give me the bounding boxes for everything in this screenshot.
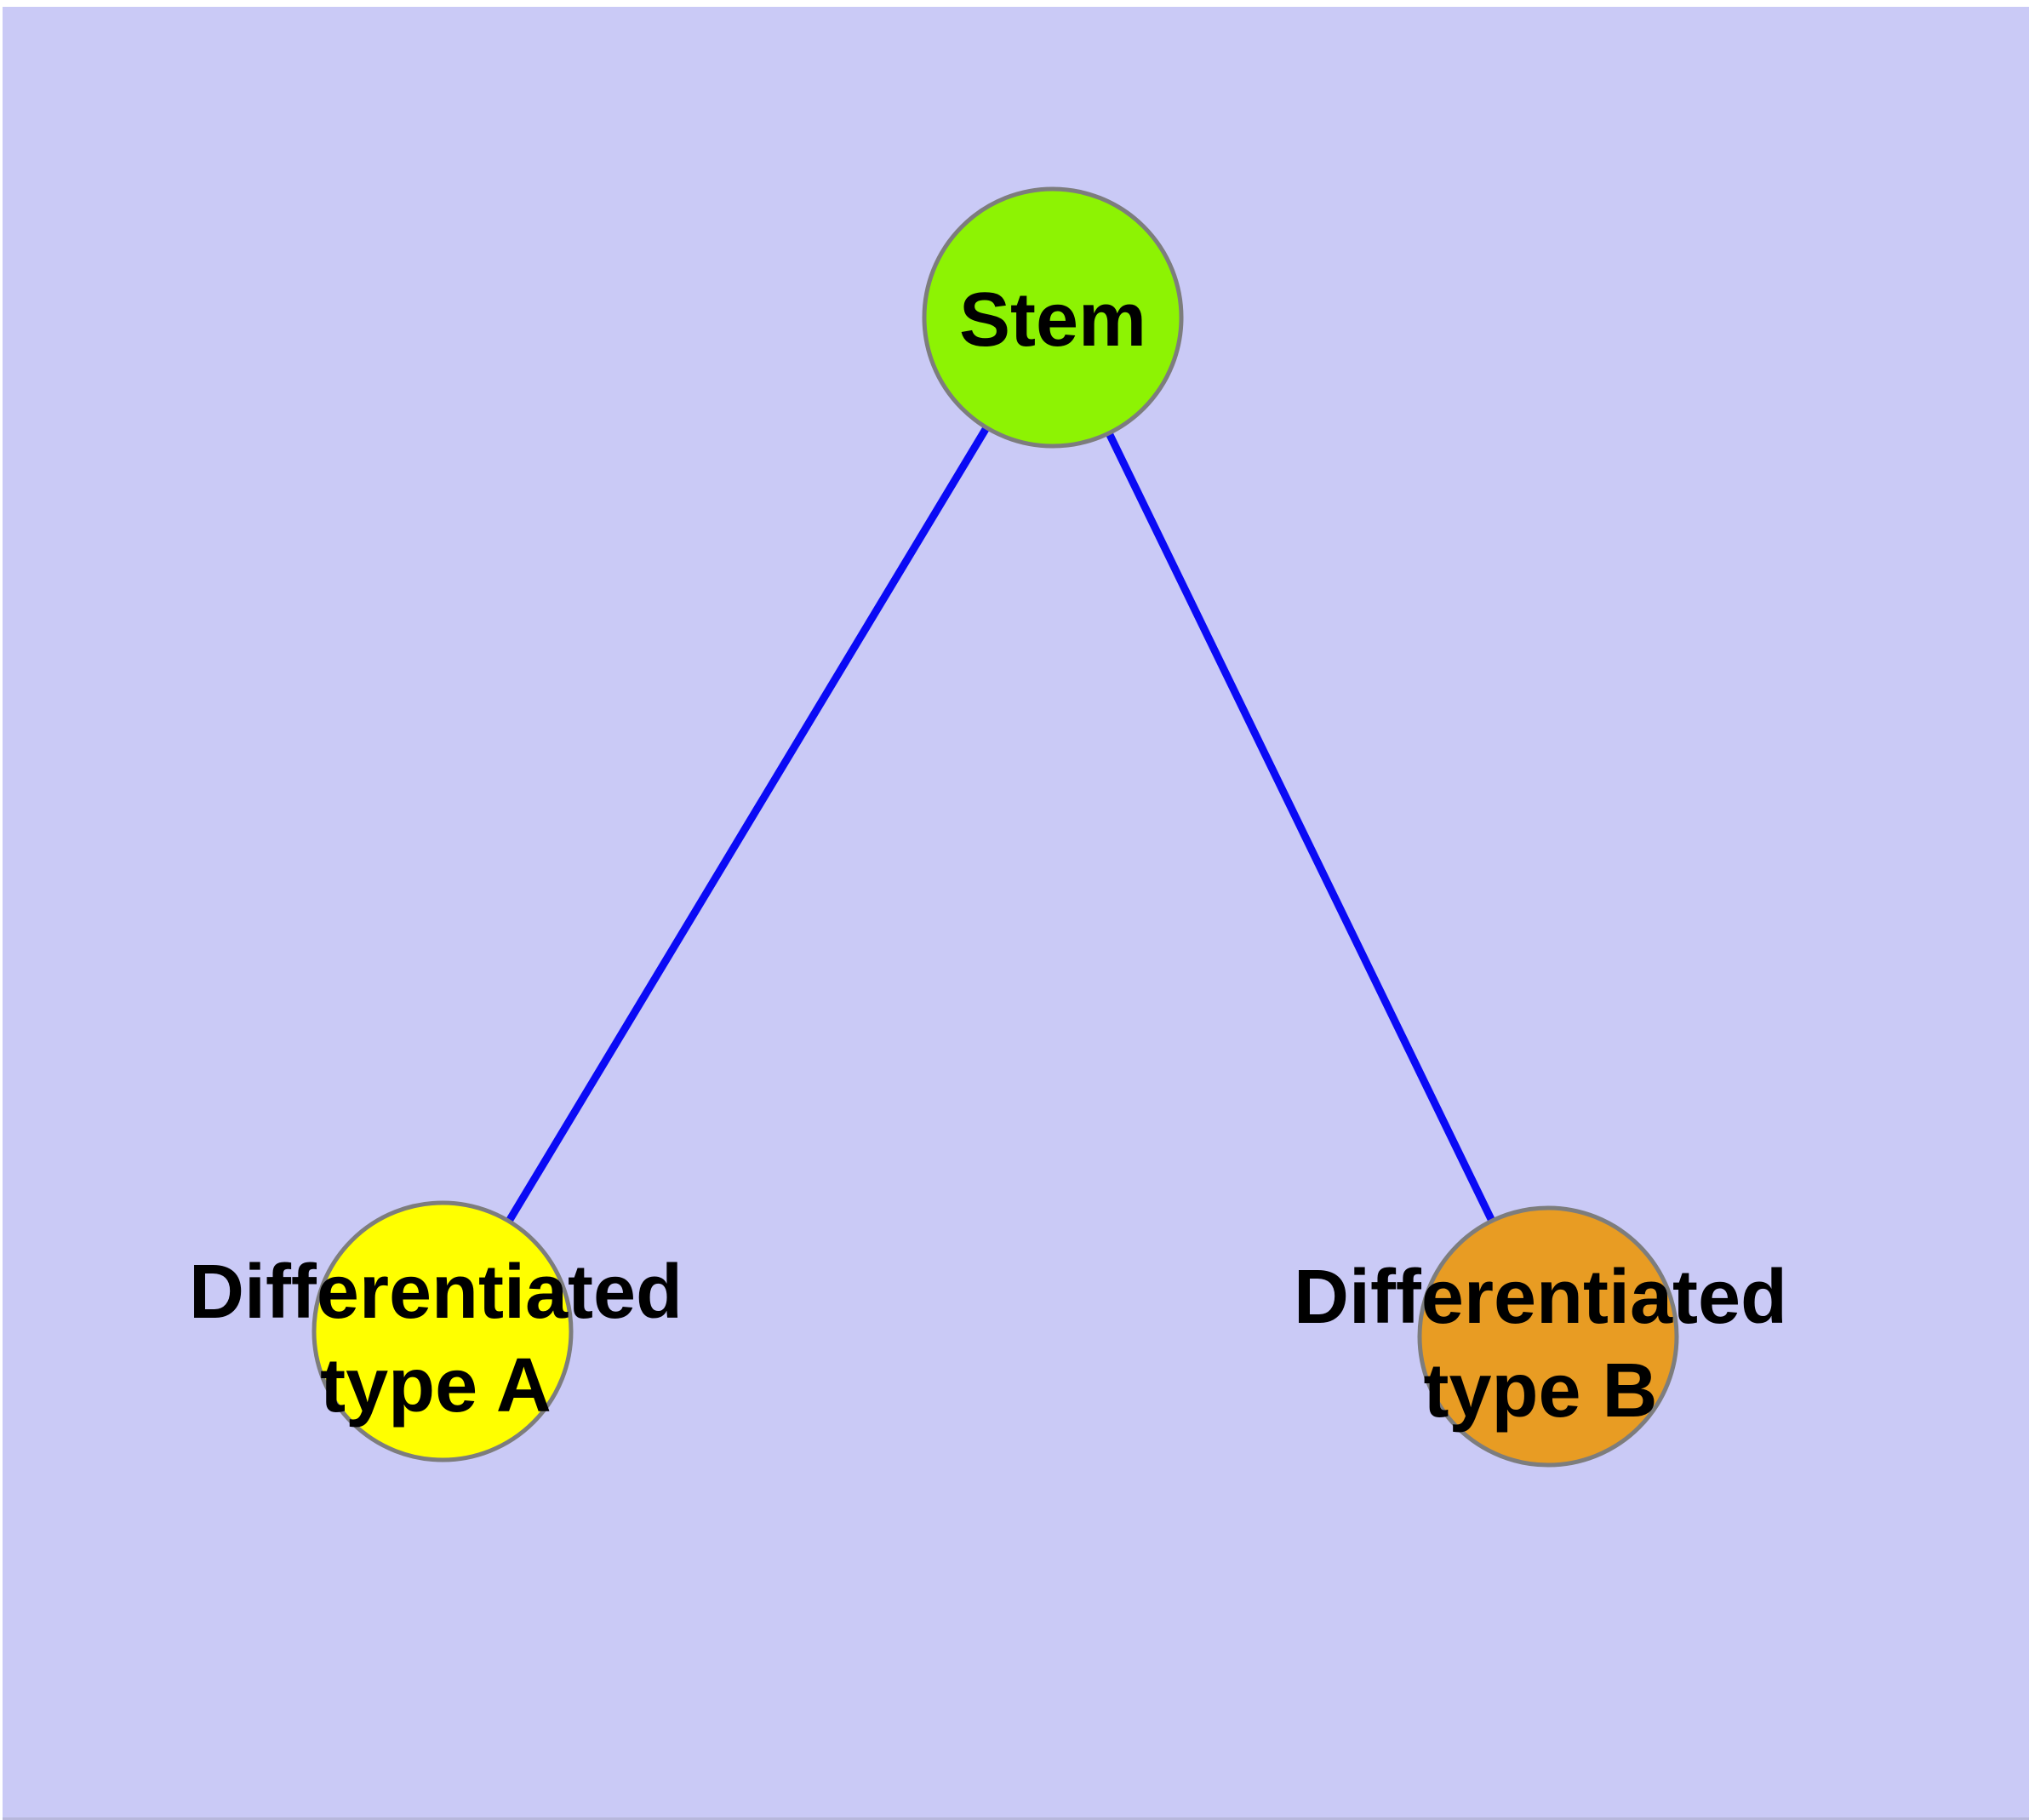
bottom-edge-line — [3, 1817, 2029, 1820]
node-stem-circle — [922, 186, 1184, 449]
node-differentiated-type-b-label-line2: type B — [1423, 1348, 1657, 1434]
edge-stem-to-type-b — [1049, 316, 1552, 1338]
node-differentiated-type-b-label-line1: Differentiated — [1294, 1255, 1787, 1340]
node-differentiated-type-a-circle — [311, 1200, 574, 1462]
node-differentiated-type-b-circle — [1417, 1205, 1679, 1468]
node-differentiated-type-a-label-line2: type A — [320, 1343, 552, 1428]
edge-stem-to-type-a — [439, 315, 1056, 1334]
node-stem-label: Stem — [959, 278, 1146, 363]
node-differentiated-type-a-label-line1: Differentiated — [189, 1250, 683, 1335]
